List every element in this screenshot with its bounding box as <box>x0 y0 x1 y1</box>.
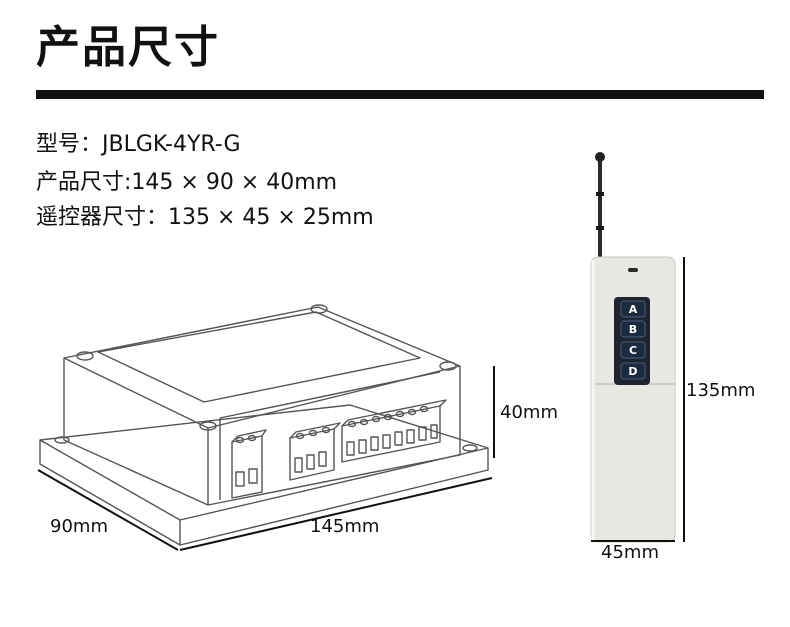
corner-post <box>76 351 94 361</box>
remote-button-a[interactable]: A <box>620 300 646 318</box>
status-led <box>628 268 638 272</box>
remote-width-label: 45mm <box>601 542 659 563</box>
housing-lid <box>97 311 421 403</box>
housing-ledge <box>219 371 441 419</box>
product-size-spec: 产品尺寸:145 × 90 × 40mm <box>36 170 338 195</box>
length-dimension-line <box>179 477 493 551</box>
corner-post <box>199 421 217 431</box>
title-divider <box>36 90 764 99</box>
remote-dimension-lines <box>591 257 685 542</box>
height-label: 40mm <box>500 402 558 423</box>
model-spec: 型号：JBLGK-4YR-G <box>36 132 241 157</box>
antenna-tip <box>595 152 605 162</box>
remote-button-b[interactable]: B <box>620 320 646 338</box>
antenna-rod <box>598 160 602 260</box>
corner-post <box>310 304 328 314</box>
remote-button-b-label: B <box>629 323 637 336</box>
corner-post <box>439 361 457 371</box>
controller-box-illustration <box>39 304 489 546</box>
terminal-block-1 <box>231 429 267 499</box>
remote-button-c-label: C <box>629 344 637 357</box>
mount-hole-left <box>54 436 70 444</box>
mount-hole-right <box>462 444 478 452</box>
remote-button-c[interactable]: C <box>620 341 646 359</box>
remote-length-label: 135mm <box>686 380 756 401</box>
depth-label: 90mm <box>50 516 108 537</box>
remote-button-d[interactable]: D <box>620 362 646 380</box>
remote-button-a-label: A <box>629 303 638 316</box>
terminal-block-3 <box>341 399 447 463</box>
box-dimension-lines <box>37 366 495 551</box>
length-label: 145mm <box>310 516 380 537</box>
housing-side <box>207 366 461 506</box>
depth-dimension-line <box>37 469 179 551</box>
remote-button-d-label: D <box>628 365 637 378</box>
housing-front <box>63 358 209 506</box>
page-title: 产品尺寸 <box>36 22 220 73</box>
remote-size-spec: 遥控器尺寸：135 × 45 × 25mm <box>36 205 374 230</box>
terminal-block-2 <box>289 422 341 481</box>
